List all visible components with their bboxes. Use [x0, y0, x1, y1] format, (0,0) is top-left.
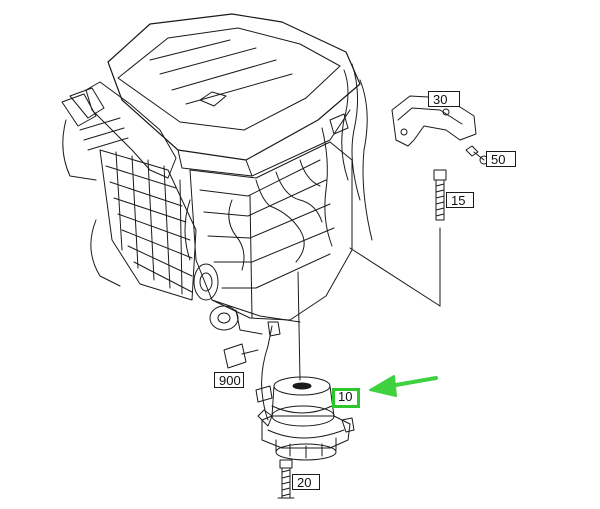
- highlight-arrow: [369, 375, 438, 397]
- callout-15: 15: [446, 192, 474, 208]
- callout-900: 900: [214, 372, 244, 388]
- leader-line-engine: [349, 247, 441, 307]
- callout-20: 20: [292, 474, 320, 490]
- bolt-50: [465, 145, 489, 165]
- bolt-20: [277, 459, 295, 499]
- wire-harness-900: [261, 325, 273, 421]
- bolt-15: [433, 169, 447, 221]
- callout-50: 50: [486, 151, 516, 167]
- engine-assembly: [61, 13, 373, 421]
- engine-mount-10: [257, 376, 355, 461]
- leader-line-mount: [297, 271, 301, 381]
- callout-10: 10: [332, 388, 360, 408]
- callout-30: 30: [428, 91, 460, 107]
